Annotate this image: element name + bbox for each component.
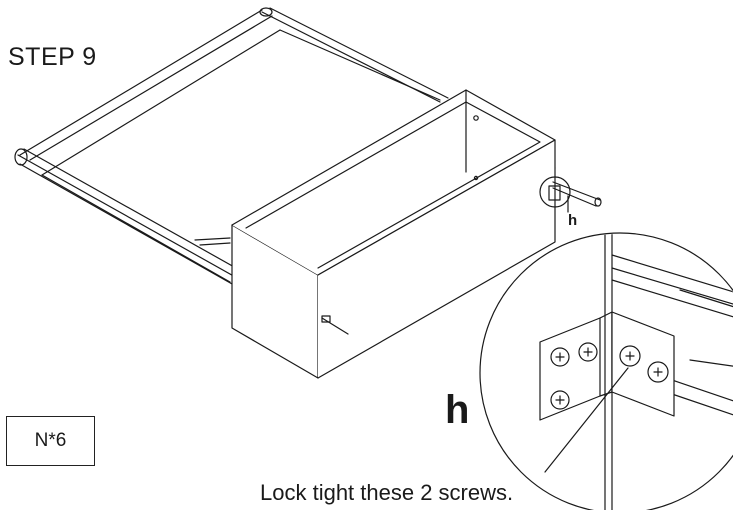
drawer-box <box>231 89 556 379</box>
part-quantity-label: N*6 <box>34 430 67 451</box>
part-quantity-box: N*6 <box>6 416 95 466</box>
instruction-caption: Lock tight these 2 screws. <box>260 480 514 505</box>
bracket-callout-small <box>539 176 602 213</box>
part-letter-small: h <box>568 212 578 229</box>
detail-circle <box>479 232 733 510</box>
screw-highlighted <box>619 345 641 367</box>
step-title: STEP 9 <box>8 43 97 71</box>
screw <box>550 390 570 410</box>
screw-highlighted <box>647 361 669 383</box>
rail-end-right <box>321 315 349 335</box>
screw <box>550 347 570 367</box>
part-letter-large: h <box>445 388 470 432</box>
screw <box>578 342 598 362</box>
